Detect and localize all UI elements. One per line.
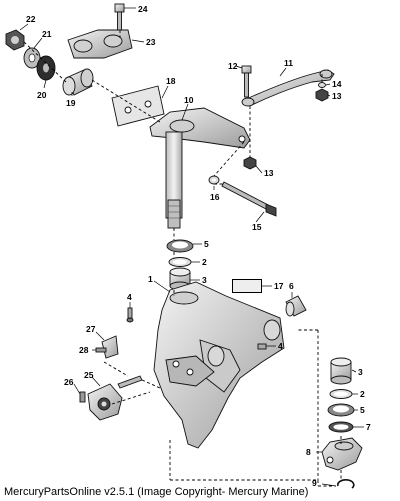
part-13-nut-lower[interactable]	[243, 156, 257, 170]
part-21-washer[interactable]	[23, 47, 41, 69]
part-26-bolt[interactable]	[79, 391, 86, 403]
part-4-screw-right[interactable]	[257, 343, 267, 350]
callout-13-upper: 13	[332, 91, 342, 101]
callout-10: 10	[184, 95, 194, 105]
part-1-swivel-bracket[interactable]	[153, 281, 285, 449]
callout-7: 7	[366, 422, 371, 432]
callout-14: 14	[332, 79, 342, 89]
assembly-lines	[23, 30, 342, 487]
callout-19: 19	[66, 98, 76, 108]
callout-17: 17	[274, 281, 284, 291]
callout-6: 6	[289, 281, 294, 291]
part-4-screw-left[interactable]	[126, 307, 134, 323]
part-27-clip[interactable]	[101, 335, 119, 359]
callout-25: 25	[84, 370, 94, 380]
callout-28: 28	[79, 345, 89, 355]
part-19-bushing[interactable]	[62, 68, 94, 96]
copyright-footer: MercuryPartsOnline v2.5.1 (Image Copyrig…	[4, 486, 309, 498]
callout-3-lower: 3	[358, 367, 363, 377]
part-18-plate[interactable]	[111, 85, 165, 127]
callout-1: 1	[148, 274, 153, 284]
part-16-washer[interactable]	[208, 175, 220, 185]
part-23-clamp[interactable]	[67, 29, 133, 59]
part-28-screw[interactable]	[95, 347, 107, 353]
callout-21: 21	[42, 29, 52, 39]
part-5-seal-lower[interactable]	[327, 403, 355, 417]
part-25-tilt-lock[interactable]	[87, 375, 143, 421]
callout-16: 16	[210, 192, 220, 202]
callout-5-upper: 5	[204, 239, 209, 249]
part-20-washer[interactable]	[36, 55, 56, 81]
callout-24: 24	[138, 4, 148, 14]
callout-22: 22	[26, 14, 36, 24]
callout-18: 18	[166, 76, 176, 86]
callout-8: 8	[306, 447, 311, 457]
callout-2-upper: 2	[202, 257, 207, 267]
callout-20: 20	[37, 90, 47, 100]
callout-15: 15	[252, 222, 262, 232]
callout-3-upper: 3	[202, 275, 207, 285]
callout-5-lower: 5	[360, 405, 365, 415]
callout-12: 12	[228, 61, 238, 71]
callout-26: 26	[64, 377, 74, 387]
callout-13-lower: 13	[264, 168, 274, 178]
part-7-seal-ring[interactable]	[328, 421, 354, 433]
part-14-washer[interactable]	[318, 82, 326, 88]
part-8-lower-arm[interactable]	[321, 437, 363, 471]
callout-labels: 24 23 22 21 20 19 18 10 12 11 14 13 13 1…	[26, 4, 371, 488]
part-3-bearing-upper[interactable]	[169, 267, 191, 291]
part-2-ring-lower[interactable]	[329, 389, 353, 399]
callout-11: 11	[284, 58, 293, 68]
callout-9: 9	[312, 478, 317, 488]
part-22-nut[interactable]	[5, 29, 25, 51]
part-15-bolt[interactable]	[221, 181, 277, 217]
callout-4-right: 4	[278, 341, 283, 351]
part-13-nut-upper[interactable]	[315, 88, 329, 102]
part-5-seal-upper[interactable]	[166, 239, 194, 253]
callout-27: 27	[86, 324, 96, 334]
callout-2-lower: 2	[360, 389, 365, 399]
leader-lines	[19, 7, 364, 487]
part-2-ring-upper[interactable]	[168, 257, 192, 267]
callout-4-left: 4	[127, 292, 132, 302]
part-6-sleeve[interactable]	[285, 295, 307, 317]
part-24-screw[interactable]	[114, 3, 125, 33]
part-9-snap-ring[interactable]	[337, 479, 355, 489]
part-3-bearing-lower[interactable]	[330, 357, 352, 385]
part-10-steering-arm[interactable]	[149, 107, 251, 229]
part-12-bolt[interactable]	[241, 65, 252, 98]
part-17-pad[interactable]	[232, 279, 262, 293]
callout-23: 23	[146, 37, 156, 47]
part-11-link-rod[interactable]	[241, 69, 335, 107]
